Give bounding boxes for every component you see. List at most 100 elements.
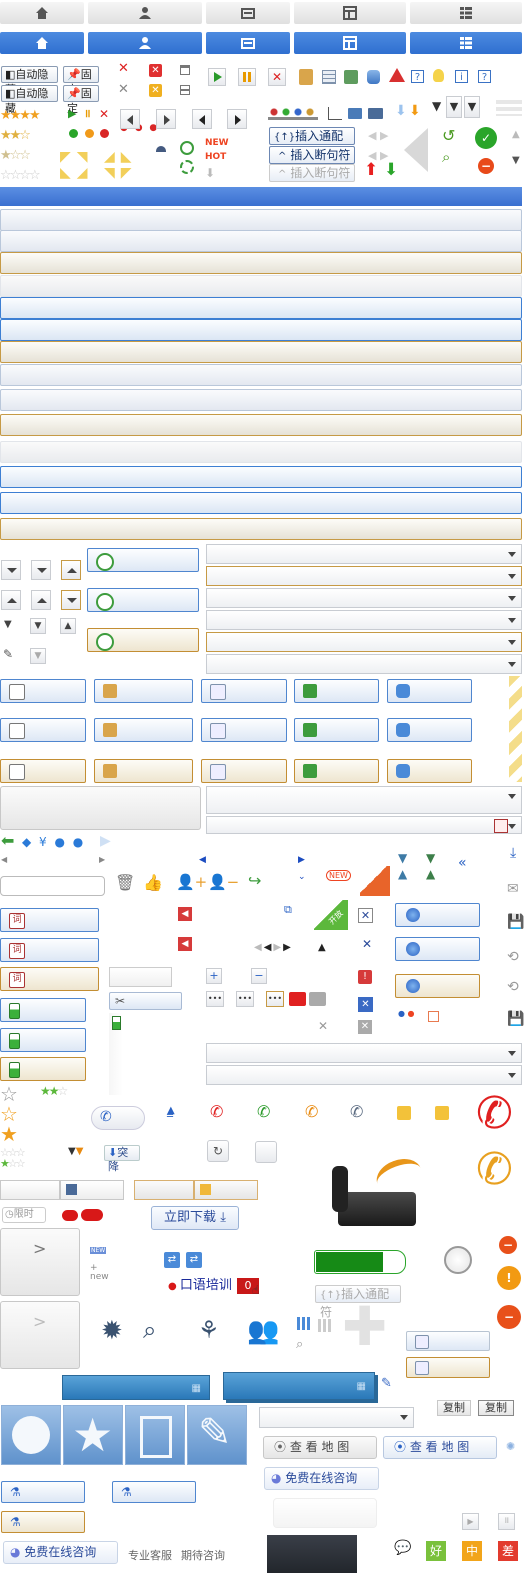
window-icon[interactable] (180, 65, 190, 75)
phone-grey-icon[interactable]: ✆ (350, 1102, 364, 1121)
filter-icon[interactable]: ▼ (432, 99, 442, 113)
filter-button-2[interactable]: ▼ (464, 96, 480, 118)
star-tile[interactable]: ★ (63, 1405, 123, 1465)
close-icon[interactable]: ✕ (118, 61, 129, 76)
close-grey-icon[interactable]: ✕ (118, 82, 129, 97)
next-button-2[interactable] (227, 109, 247, 129)
flask-button[interactable]: ⚗ (1, 1481, 85, 1503)
free-consult-button[interactable]: ◕ 免费在线咨询 (264, 1467, 379, 1490)
light-input[interactable] (109, 967, 172, 987)
close-yellow-icon[interactable]: ✕ (149, 84, 162, 97)
minus-circle-red-2[interactable]: − (497, 1305, 521, 1329)
clipboard-button-3[interactable] (94, 759, 193, 783)
more-button[interactable]: ••• (206, 991, 224, 1007)
rating-mid[interactable]: 中 (462, 1541, 482, 1561)
close-box-blue-2[interactable]: ✕ (358, 997, 373, 1012)
save-icon[interactable]: 💾 (507, 914, 524, 930)
rating-bad[interactable]: 差 (498, 1541, 518, 1561)
phone-big-orange-icon[interactable]: ✆ (476, 1144, 513, 1195)
swap-button[interactable]: ⇄ (164, 1252, 180, 1268)
next-button[interactable] (156, 109, 176, 129)
tab-card[interactable] (206, 2, 290, 24)
clipboard-icon[interactable] (299, 69, 313, 85)
battery-button[interactable] (0, 998, 86, 1022)
degrade-button[interactable]: ⬇突降 (104, 1145, 140, 1173)
download-now-button[interactable]: 立即下载 ⤓ (151, 1206, 239, 1230)
auto-hide-button-2[interactable]: ◧自动隐藏 (1, 85, 58, 115)
caret-down-green-icon[interactable]: ▼ (426, 851, 436, 865)
trash-icon[interactable]: 🗑 (115, 873, 136, 892)
close-red-tab[interactable]: ◀ (178, 907, 192, 921)
refresh-green-icon[interactable]: ↺ (442, 126, 456, 145)
grid-grey-icon[interactable] (318, 1319, 331, 1332)
tab-home[interactable] (0, 2, 84, 24)
select-5[interactable] (206, 632, 522, 652)
alert-circle-orange[interactable]: ! (497, 1266, 521, 1290)
bar-9[interactable] (0, 389, 522, 411)
remove-red-icon[interactable]: − (478, 158, 494, 174)
search-grey-icon[interactable]: ⌕ (296, 1337, 304, 1352)
insert-wildcard-button[interactable]: {↑}插入通配符 (269, 127, 355, 161)
database-button[interactable] (387, 679, 472, 703)
expand-panel[interactable]: > (0, 1228, 80, 1296)
caret-up-teal-icon[interactable]: ▼ (398, 851, 408, 865)
caret-down-small-icon[interactable]: ▼ (4, 619, 12, 630)
bar-10[interactable] (0, 414, 522, 436)
phone-green-icon[interactable]: ✆ (257, 1102, 271, 1121)
add-user-icon[interactable]: 👤+ (176, 873, 208, 891)
filter-button[interactable]: ▼ (446, 96, 462, 118)
globe-button-3[interactable] (395, 974, 480, 998)
mail-icon[interactable]: ✉ (507, 881, 519, 897)
bar-1[interactable] (0, 209, 522, 231)
arrow-left-small-icon[interactable]: ◀ (1, 855, 8, 864)
close-box-icon[interactable]: ✕ (149, 64, 162, 77)
lightbulb-icon[interactable] (433, 69, 444, 82)
select-6[interactable] (206, 654, 522, 674)
bar-12[interactable] (0, 466, 522, 488)
arrow-right-light-icon[interactable]: ▶ (100, 833, 111, 849)
phone-toggle[interactable]: ✆ (91, 1106, 145, 1130)
word-button-2[interactable]: 词 (0, 938, 99, 962)
minus-circle-red[interactable]: − (499, 1236, 517, 1254)
close-box-grey[interactable]: ✕ (358, 1020, 372, 1034)
refresh-icon[interactable] (180, 160, 194, 174)
pause-small-icon[interactable]: ॥ (84, 107, 91, 120)
auto-hide-button[interactable]: ◧自动隐藏 (1, 66, 58, 96)
clock-icon[interactable] (180, 141, 194, 155)
phone-red-icon[interactable]: ✆ (210, 1102, 224, 1121)
down-button-3[interactable] (61, 590, 81, 610)
pin-button-2[interactable]: 📌固定 (63, 85, 99, 115)
chart-button-3[interactable] (0, 759, 86, 783)
up-small-button[interactable]: ▲ (60, 618, 76, 634)
clock-button-3[interactable] (87, 628, 199, 652)
database-icon[interactable] (367, 70, 380, 84)
flask-button-2[interactable]: ⚗ (112, 1481, 196, 1503)
select-9[interactable] (206, 1065, 522, 1085)
copy-button-2[interactable]: 复制 (478, 1400, 514, 1416)
warning-icon[interactable] (389, 68, 405, 82)
phone-yellow-box-icon-2[interactable] (435, 1106, 449, 1120)
bar-11[interactable] (0, 441, 522, 463)
red-pill-small[interactable] (62, 1210, 78, 1221)
select-7[interactable] (206, 786, 522, 814)
rating-good[interactable]: 好 (426, 1541, 446, 1561)
calendar-icon[interactable] (322, 70, 336, 84)
minus-button[interactable]: − (251, 968, 267, 984)
collapse-icon[interactable]: ▲═ (167, 1105, 175, 1122)
more-button-3[interactable]: ••• (266, 991, 284, 1007)
view-map-button[interactable]: ⦿ 查 看 地 图 (263, 1436, 377, 1459)
expand-panel-2[interactable]: > (0, 1301, 80, 1369)
blank-rounded-box[interactable] (273, 1498, 377, 1528)
split-button-left[interactable] (0, 1180, 60, 1200)
battery-button-2[interactable] (0, 1028, 86, 1052)
caret-down-icon[interactable]: ▼ (512, 155, 520, 166)
grid-blue-icon[interactable] (297, 1317, 310, 1330)
split-button-right[interactable] (60, 1180, 124, 1200)
dropdown-triangle-icon[interactable]: ▼▼ (68, 1146, 84, 1157)
globe-button[interactable] (395, 903, 480, 927)
export-icon[interactable] (344, 70, 358, 84)
bar-8[interactable] (0, 364, 522, 386)
play-grey-button[interactable]: ▶ (462, 1513, 479, 1530)
select-8[interactable] (206, 1043, 522, 1063)
red-pill-large[interactable] (81, 1209, 103, 1221)
